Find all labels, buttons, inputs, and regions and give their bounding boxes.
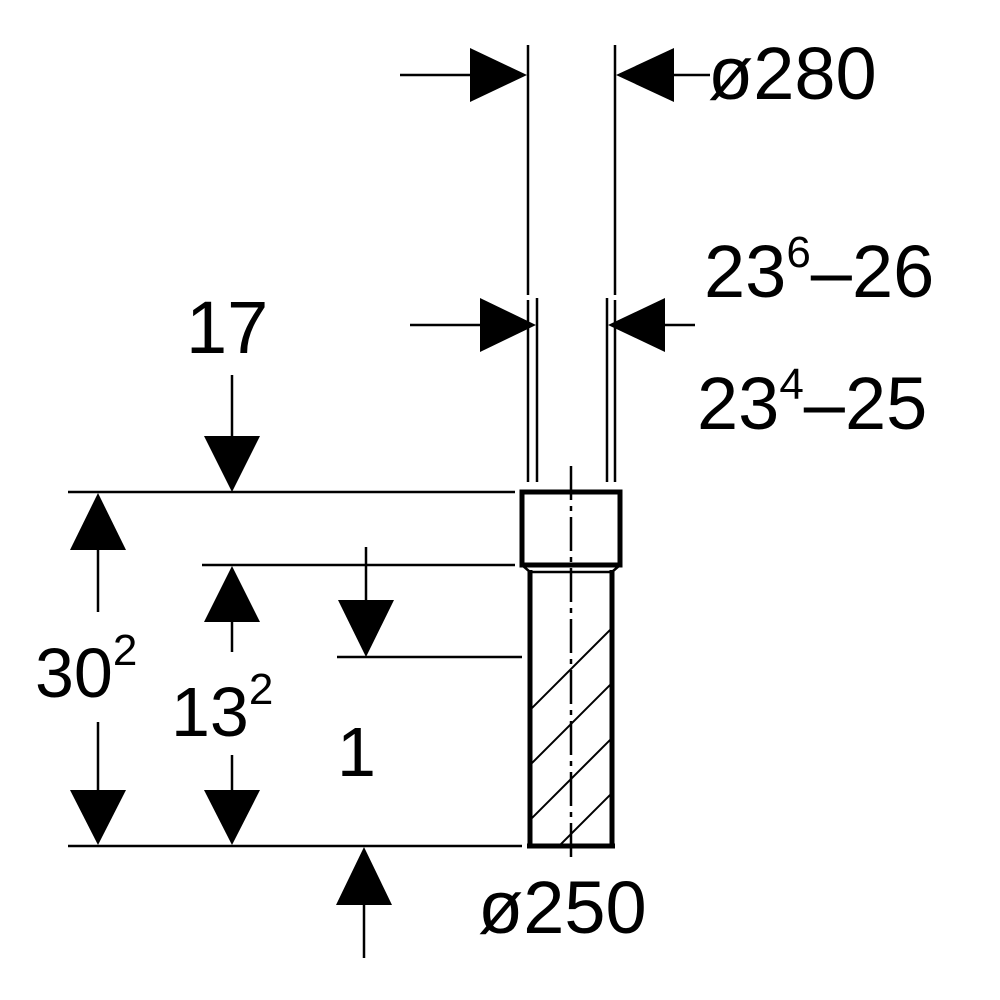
wall-width-dimension: 236–26 234–25 xyxy=(410,228,934,482)
top-dimension-17: 17 xyxy=(186,286,268,492)
arrow-right-outer xyxy=(470,48,527,102)
small-step-arrow xyxy=(338,600,394,657)
top-dimension-label: 17 xyxy=(186,286,268,369)
width-range-1-label: 236–26 xyxy=(704,228,934,313)
pipe-hatching xyxy=(531,626,612,845)
outer-diameter-dimension: ø280 xyxy=(400,32,877,295)
arrow-left-inner xyxy=(608,298,665,352)
bottom-diameter-label: ø250 xyxy=(478,866,647,949)
total-height-arrow-down xyxy=(70,790,126,845)
small-step-label: 1 xyxy=(337,713,376,791)
small-step-dimension: 1 xyxy=(337,547,394,791)
total-height-arrow-up xyxy=(70,493,126,550)
width-range-2-label: 234–25 xyxy=(697,360,927,445)
lower-height-label: 132 xyxy=(171,665,273,751)
lower-height-arrow-up xyxy=(204,566,260,622)
top-dimension-arrow xyxy=(204,436,260,492)
pipe-section xyxy=(519,466,623,858)
arrow-left-outer xyxy=(616,48,674,102)
bottom-arrow-up xyxy=(336,847,392,905)
total-height-label: 302 xyxy=(35,626,137,712)
lower-height-arrow-down xyxy=(204,790,260,845)
outer-diameter-label: ø280 xyxy=(708,32,877,115)
bottom-diameter-dimension: ø250 xyxy=(336,847,647,958)
total-height-dimension: 302 xyxy=(35,493,137,845)
lower-height-dimension: 132 xyxy=(171,566,273,845)
arrow-right-inner xyxy=(480,298,536,352)
